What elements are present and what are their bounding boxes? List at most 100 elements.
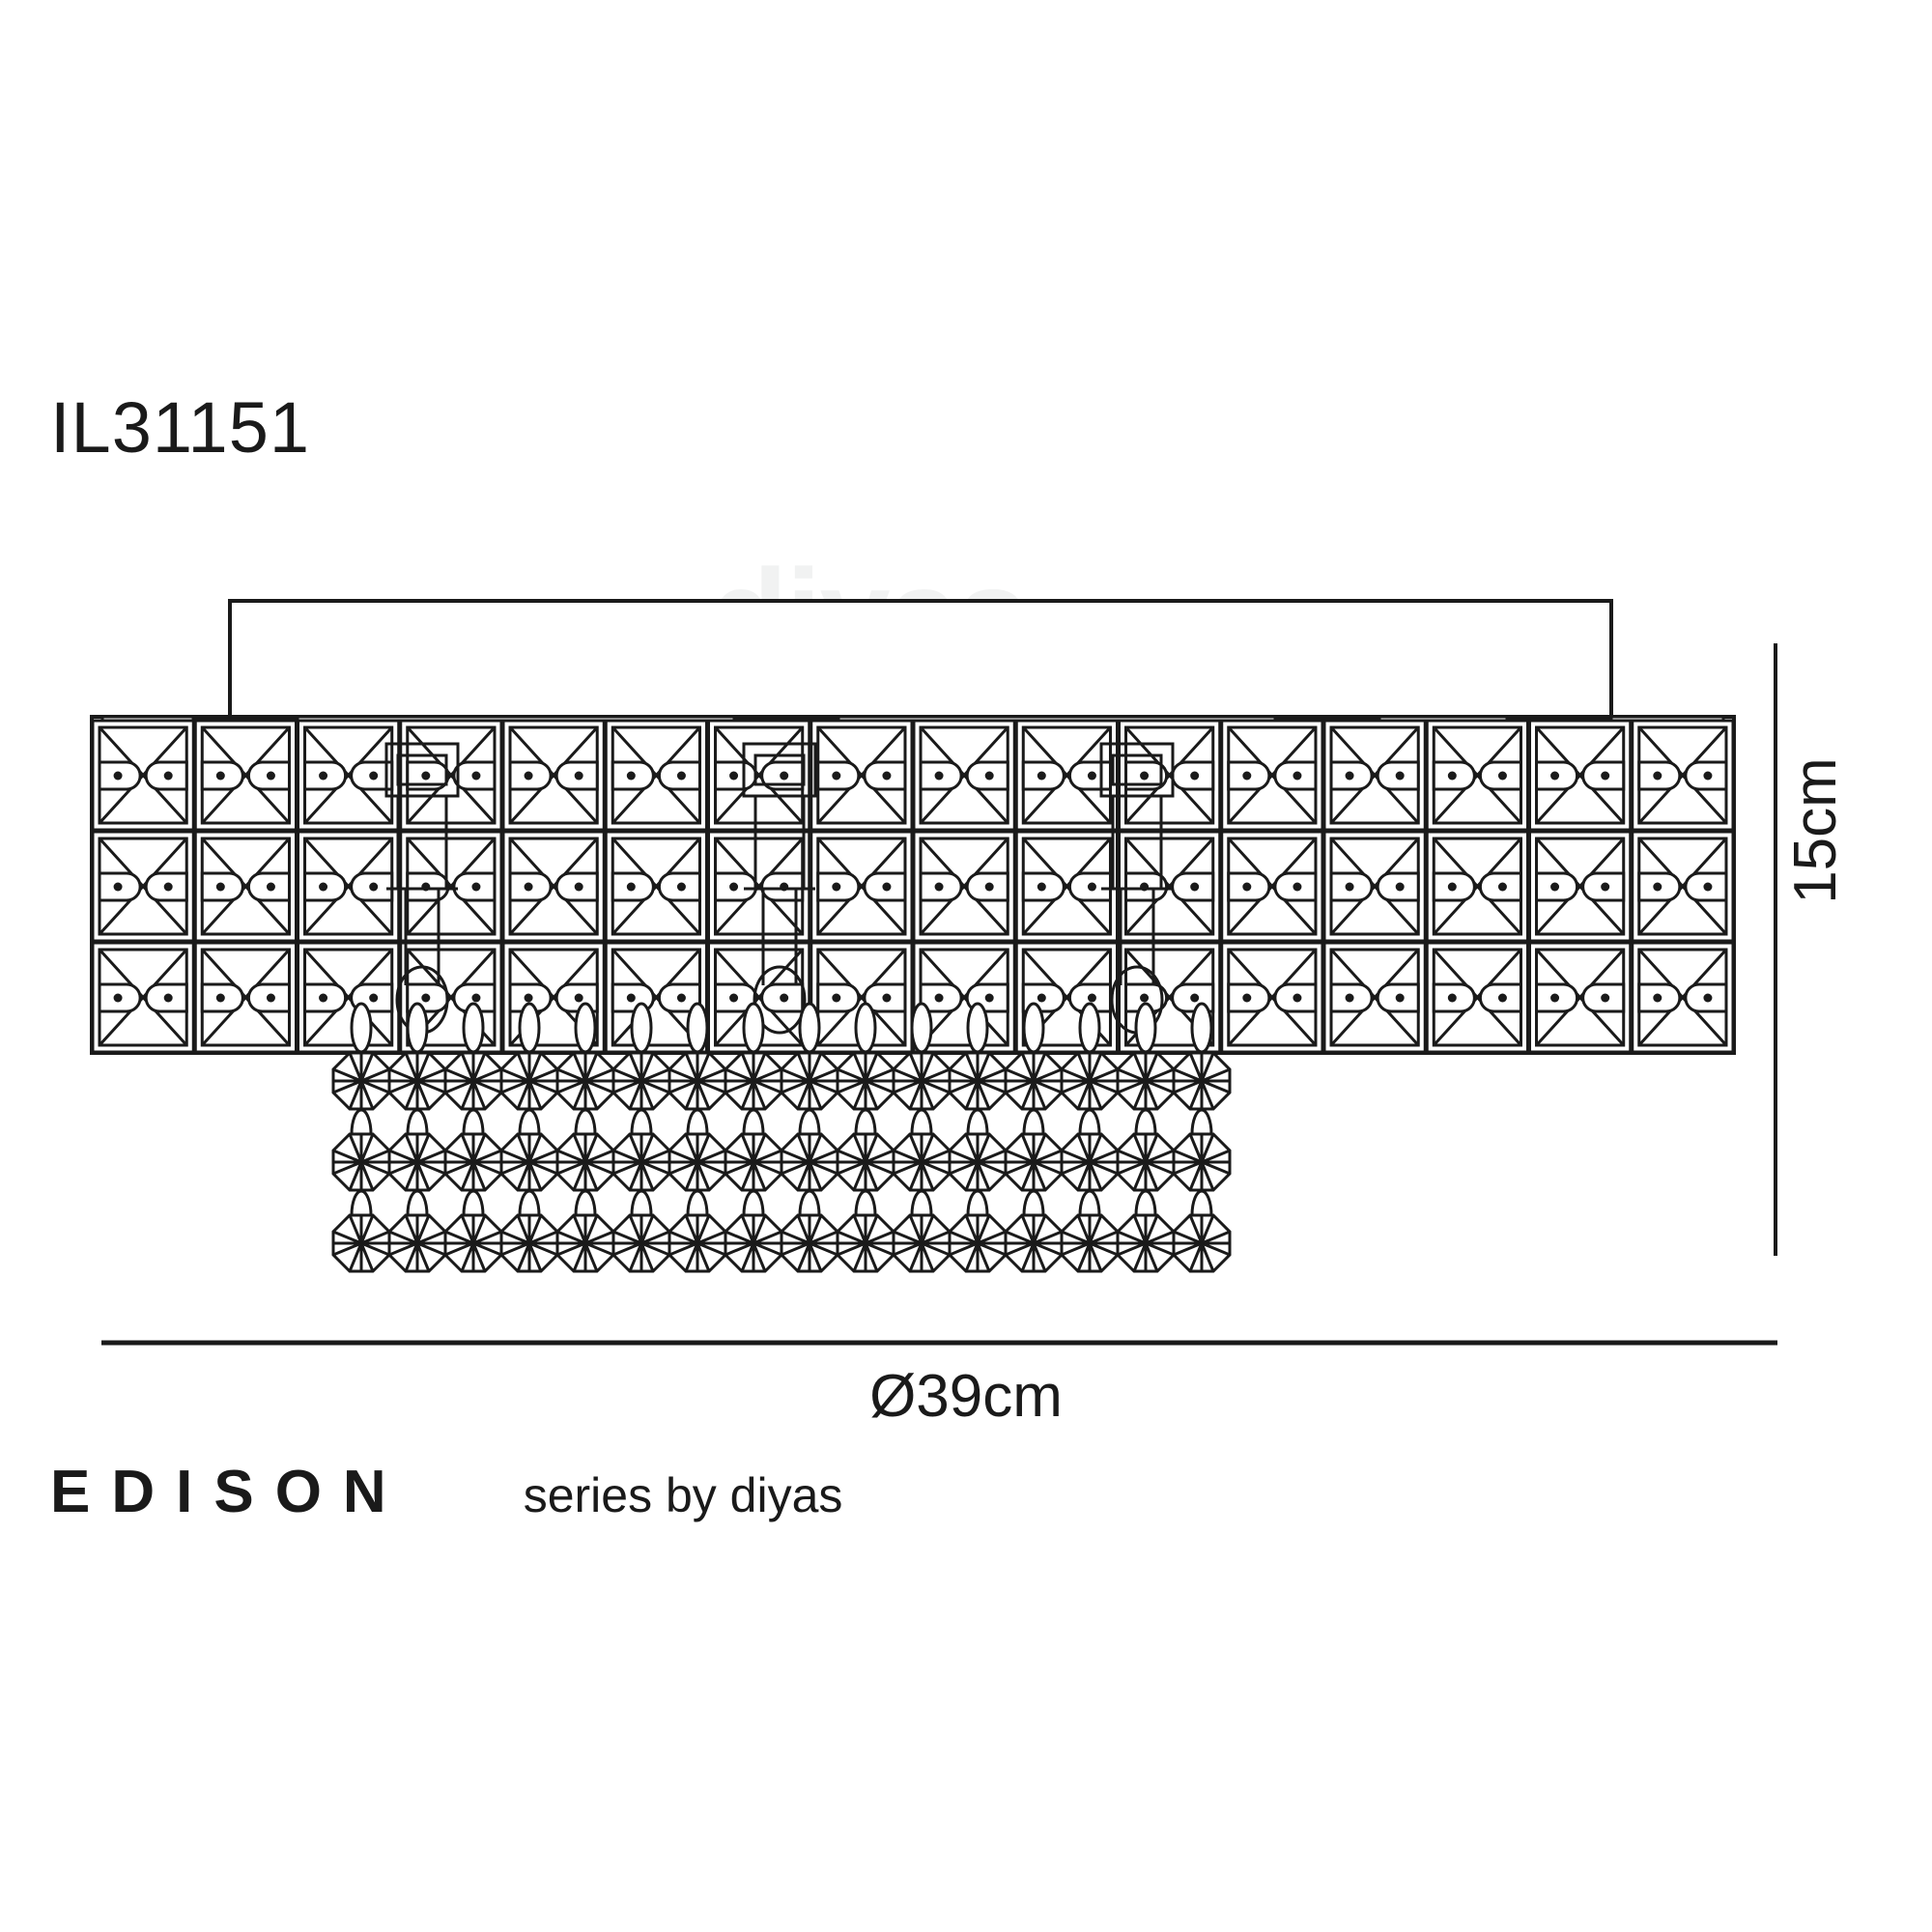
crystal-tile: [91, 719, 195, 832]
crystal-tile: [1631, 941, 1735, 1054]
crystal-drop: [1172, 1051, 1232, 1111]
crystal-drop: [387, 1213, 447, 1273]
crystal-link: [1134, 1002, 1157, 1054]
crystal-tile: [91, 941, 195, 1054]
crystal-drop: [443, 1051, 503, 1111]
crystal-drop: [1172, 1132, 1232, 1192]
crystal-drop: [836, 1051, 895, 1111]
crystal-drop: [948, 1132, 1008, 1192]
crystal-tile: [1527, 830, 1633, 943]
crystal-drop: [1116, 1051, 1176, 1111]
crystal-drop: [555, 1132, 615, 1192]
crystal-drop: [611, 1051, 671, 1111]
crystal-tile: [193, 830, 298, 943]
crystal-tile: [912, 719, 1016, 832]
crystal-link: [1078, 1002, 1101, 1054]
crystal-tile: [193, 719, 298, 832]
crystal-drop: [1060, 1132, 1120, 1192]
crystal-drop: [499, 1051, 559, 1111]
crystal-drop: [724, 1213, 783, 1273]
crystal-drop: [555, 1213, 615, 1273]
product-code: IL31151: [50, 387, 310, 468]
crystal-drop: [1004, 1213, 1064, 1273]
crystal-drop: [331, 1132, 391, 1192]
crystal-drop: [331, 1051, 391, 1111]
crystal-drop: [1060, 1051, 1120, 1111]
crystal-drop: [499, 1213, 559, 1273]
crystal-link: [406, 1002, 429, 1054]
crystal-drop: [780, 1213, 839, 1273]
crystal-link: [910, 1002, 933, 1054]
crystal-link: [798, 1002, 821, 1054]
crystal-drop: [443, 1213, 503, 1273]
crystal-tile: [296, 941, 401, 1054]
crystal-tile: [604, 830, 709, 943]
crystal-tile: [296, 719, 401, 832]
crystal-drop: [836, 1213, 895, 1273]
crystal-drop: [836, 1132, 895, 1192]
crystal-drop: [443, 1132, 503, 1192]
crystal-drop: [1116, 1213, 1176, 1273]
crystal-tile: [810, 719, 914, 832]
crystal-link: [1022, 1002, 1045, 1054]
crystal-drop: [1004, 1051, 1064, 1111]
crystal-link: [574, 1002, 597, 1054]
crystal-tile: [1322, 830, 1427, 943]
crystal-drop: [1116, 1132, 1176, 1192]
crystal-link: [686, 1002, 709, 1054]
crystal-drop: [668, 1213, 727, 1273]
crystal-tile: [1425, 830, 1530, 943]
crystal-drop: [668, 1132, 727, 1192]
crystal-drop: [948, 1051, 1008, 1111]
crystal-drop: [499, 1132, 559, 1192]
ceiling-mount-plate: [228, 599, 1613, 724]
series-tagline: series by diyas: [523, 1468, 843, 1522]
crystal-tile: [1322, 719, 1427, 832]
crystal-tile: [1425, 719, 1530, 832]
crystal-tile: [1117, 719, 1222, 832]
crystal-tile: [706, 830, 811, 943]
crystal-drop: [387, 1132, 447, 1192]
crystal-tile: [1425, 941, 1530, 1054]
width-dimension-label: Ø39cm: [869, 1363, 1063, 1430]
crystal-tile: [1631, 830, 1735, 943]
footer-branding: EDISON series by diyas: [50, 1463, 842, 1522]
crystal-tile: [912, 830, 1016, 943]
crystal-link: [350, 1002, 373, 1054]
crystal-link: [518, 1002, 541, 1054]
crystal-link: [742, 1002, 765, 1054]
crystal-tile: [1527, 941, 1633, 1054]
crystal-tile: [1527, 719, 1633, 832]
crystal-drop: [892, 1132, 952, 1192]
crystal-tile: [399, 719, 503, 832]
crystal-link: [966, 1002, 989, 1054]
crystal-tile: [1117, 830, 1222, 943]
crystal-link: [1190, 1002, 1213, 1054]
crystal-tile: [501, 719, 606, 832]
crystal-drop: [1060, 1213, 1120, 1273]
crystal-tile-grid: [91, 719, 1735, 1054]
crystal-link: [630, 1002, 653, 1054]
crystal-link: [462, 1002, 485, 1054]
crystal-tile: [810, 830, 914, 943]
crystal-tile: [1014, 830, 1120, 943]
crystal-link: [854, 1002, 877, 1054]
crystal-tile: [1631, 719, 1735, 832]
crystal-drop: [892, 1213, 952, 1273]
crystal-drop: [1172, 1213, 1232, 1273]
crystal-tile: [296, 830, 401, 943]
crystal-tile: [1220, 719, 1324, 832]
crystal-drop: [892, 1051, 952, 1111]
crystal-drop: [780, 1051, 839, 1111]
crystal-drop: [780, 1132, 839, 1192]
crystal-drop: [1004, 1132, 1064, 1192]
crystal-tile: [399, 830, 503, 943]
crystal-tile: [193, 941, 298, 1054]
crystal-tile: [1322, 941, 1427, 1054]
crystal-drop: [724, 1051, 783, 1111]
crystal-tile: [706, 719, 811, 832]
height-dimension-label: 15cm: [1782, 757, 1849, 904]
crystal-drop: [724, 1132, 783, 1192]
